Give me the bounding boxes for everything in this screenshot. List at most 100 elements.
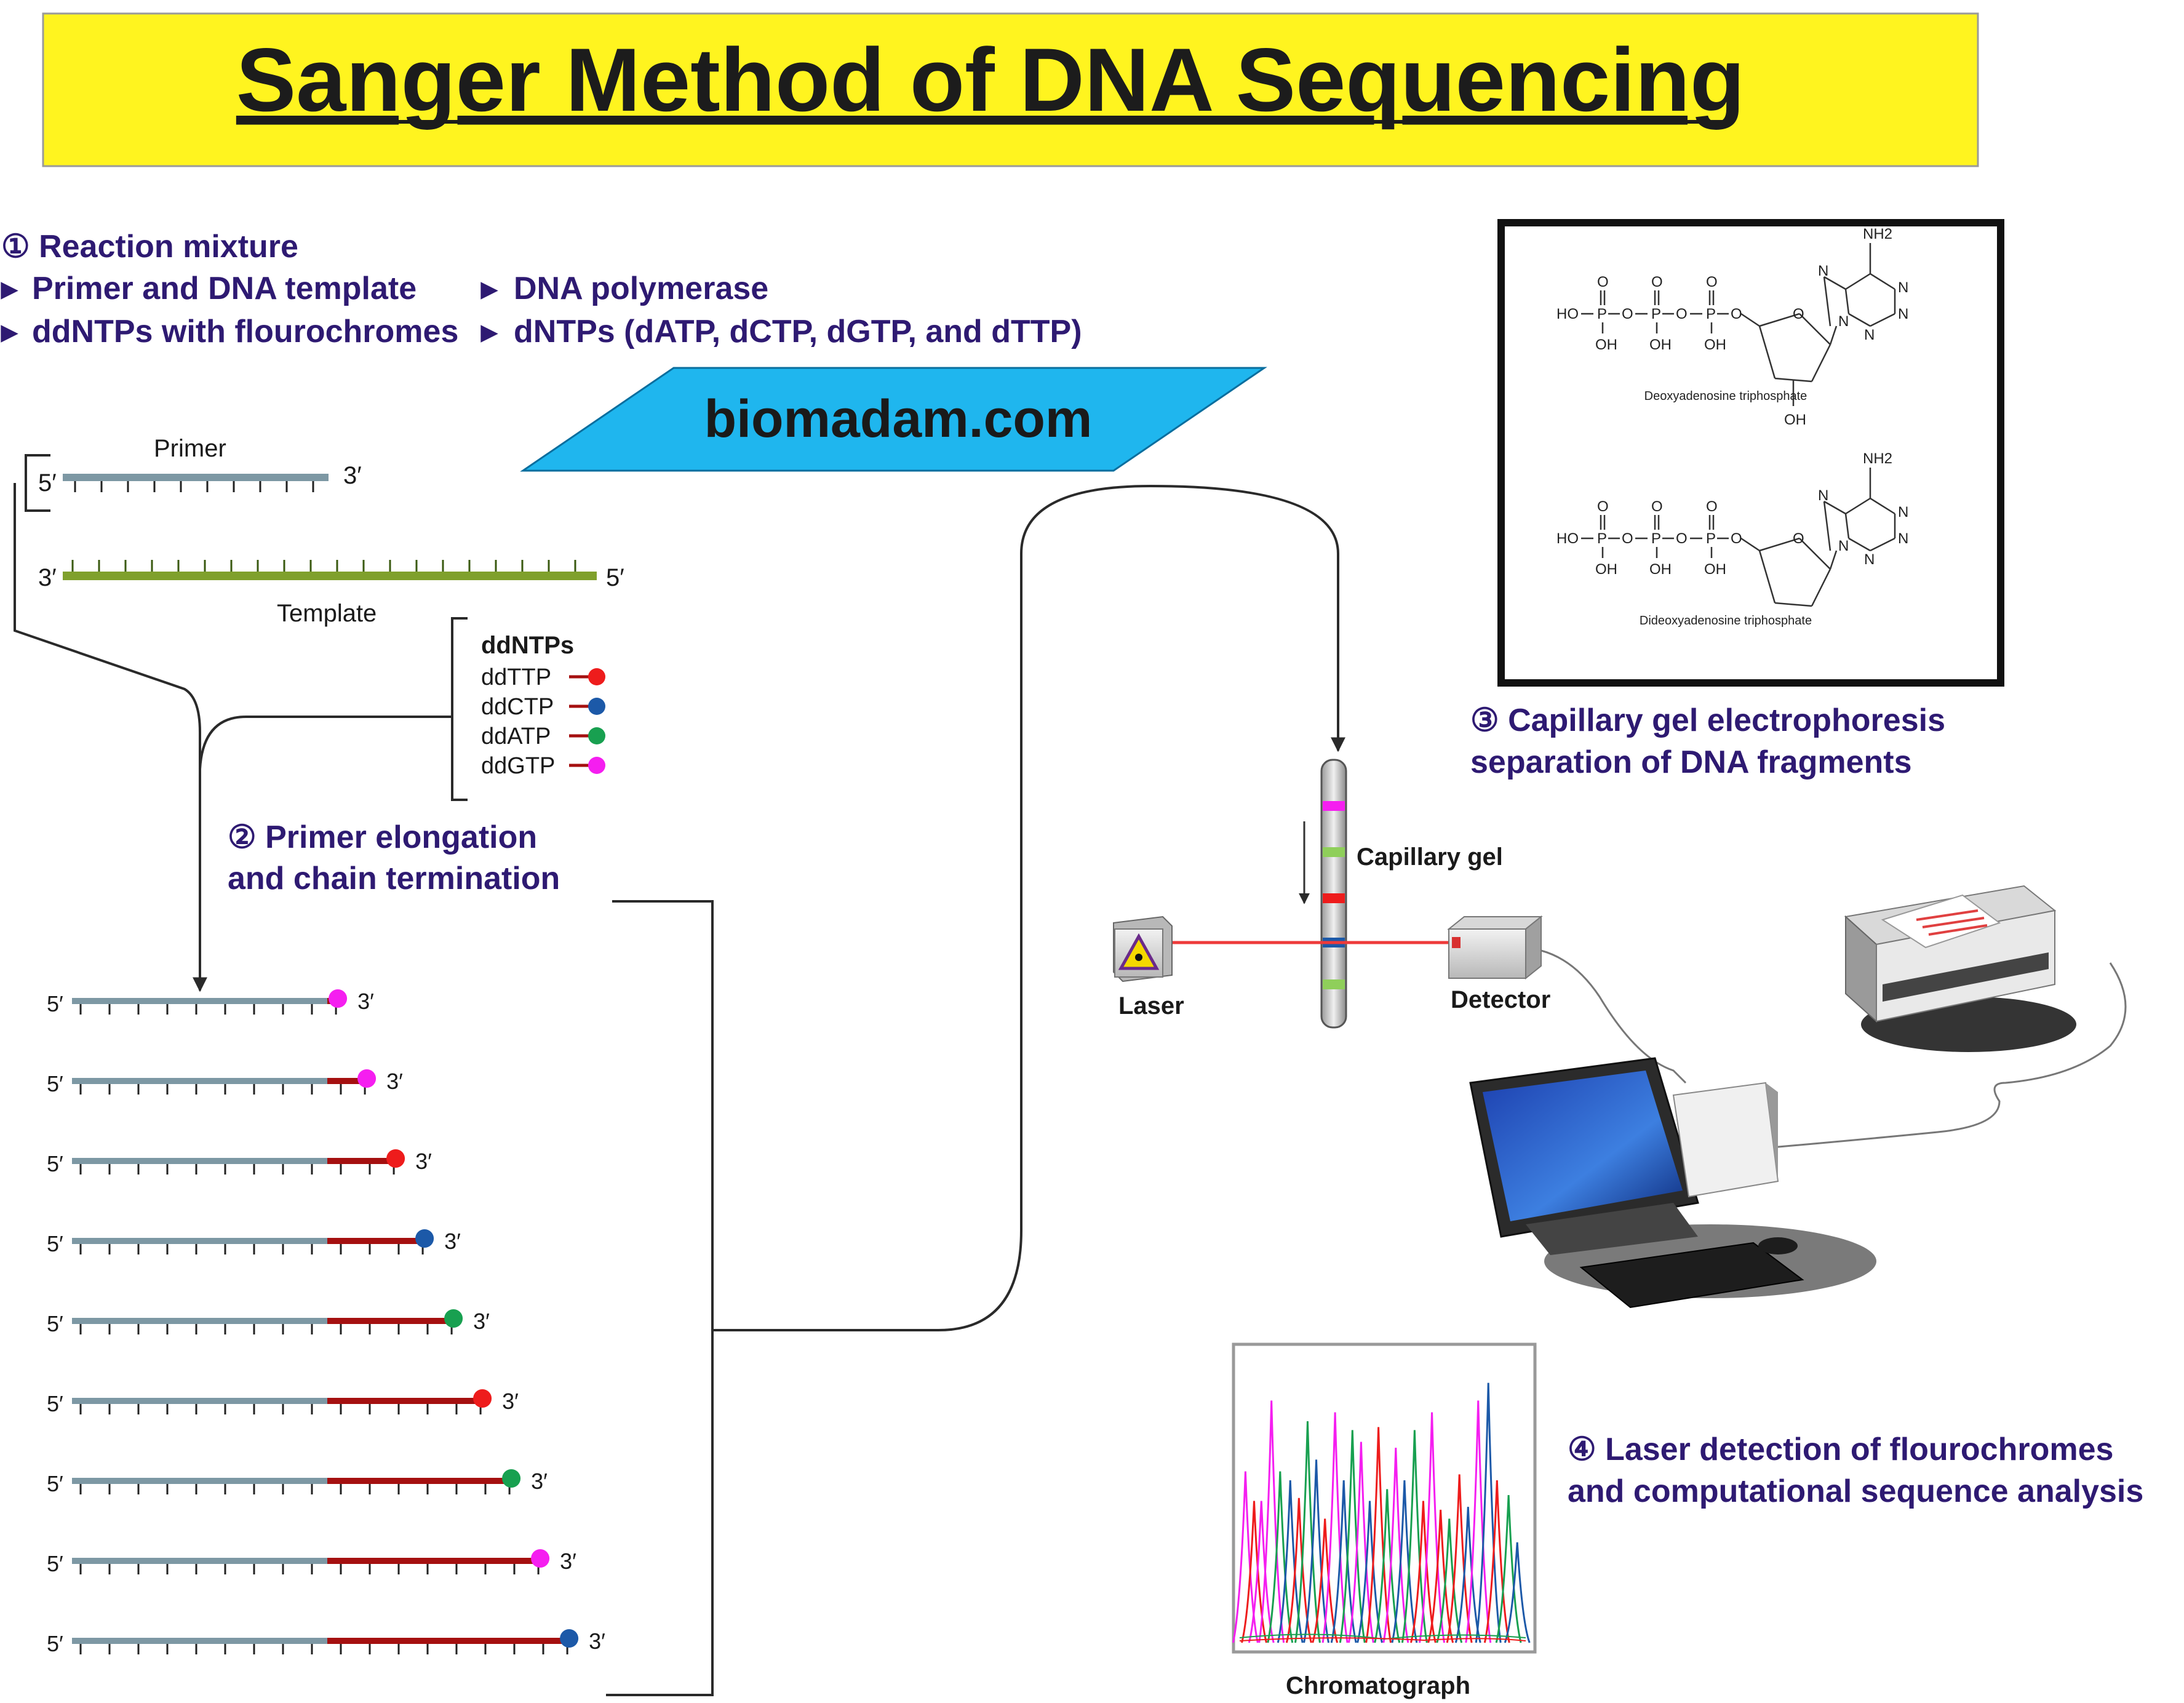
fragment-3-end: 3′	[473, 1309, 490, 1334]
chromatograph-baseline	[1239, 1637, 1526, 1641]
step1-item: dNTPs (dATP, dCTP, dGTP, and dTTP)	[514, 314, 1082, 349]
step1-heading: ① Reaction mixture	[1, 229, 298, 265]
structure-atom-label: NH2	[1863, 450, 1892, 467]
fragment-3-end: 3′	[560, 1549, 576, 1574]
structure-atom-label: O	[1793, 530, 1804, 547]
paper-line	[1922, 917, 1985, 928]
structure-atom-label: N	[1898, 504, 1908, 520]
bond-line	[1870, 497, 1895, 515]
bond-line	[1829, 325, 1838, 345]
fragment-5-end: 5′	[47, 1151, 63, 1176]
detector-side	[1525, 915, 1542, 980]
flow-arrow-to-fragments	[14, 483, 207, 992]
structure-atom-label: OH	[1649, 561, 1672, 578]
fragment-terminator-dot	[560, 1629, 579, 1648]
structure-atom-label: O	[1731, 306, 1742, 322]
laser-warning-dot	[1135, 954, 1142, 961]
capillary-band	[1323, 893, 1345, 903]
bond-line	[1774, 377, 1812, 383]
fragment-extension	[327, 1398, 481, 1404]
fragment-3-end: 3′	[386, 1069, 403, 1094]
fragment-primer	[72, 1078, 327, 1084]
primer-ticks	[74, 481, 314, 492]
fragment-3-end: 3′	[502, 1389, 519, 1414]
structure-atom-label: O	[1622, 306, 1633, 322]
laser-label: Laser	[1118, 992, 1184, 1019]
watermark: biomadam.com	[520, 367, 1267, 472]
structure-atom-label: N	[1838, 313, 1849, 330]
structure-atom-label: P	[1706, 530, 1716, 547]
fragment-extension	[327, 1158, 394, 1164]
chromatograph-peak	[1409, 1501, 1437, 1643]
primer-template-pair: Primer 5′ 3′ 3′ 5′ Template	[25, 435, 624, 627]
fragment-extension	[327, 1078, 365, 1084]
structure-atom-label: OH	[1704, 561, 1726, 578]
fragment-extension	[327, 1638, 568, 1644]
structure-atom-label: OH	[1595, 337, 1617, 353]
step3-line2: separation of DNA fragments	[1470, 744, 1912, 780]
bond-line	[1829, 550, 1838, 570]
fragment-3-end: 3′	[589, 1629, 605, 1654]
step1-item: DNA polymerase	[514, 271, 768, 306]
structure-atom-label: OH	[1595, 561, 1617, 578]
fragment-terminator-dot	[386, 1149, 405, 1168]
computer-icon	[1469, 1057, 1876, 1309]
chromatograph-peak	[1446, 1474, 1473, 1643]
pc-tower-side	[1766, 1083, 1778, 1184]
structure-atom-label: N	[1818, 263, 1828, 279]
chromatograph-peak	[1312, 1518, 1339, 1643]
chromatograph-peak	[1419, 1412, 1446, 1643]
structure-atom-label: P	[1597, 306, 1607, 322]
structure-atom-label: O	[1706, 498, 1718, 515]
chromatograph-peak	[1357, 1501, 1383, 1643]
chromatograph-peak	[1427, 1509, 1454, 1643]
structure-atom-label: N	[1898, 279, 1908, 296]
fragment-terminator-dot	[444, 1309, 463, 1328]
fragment-5-end: 5′	[47, 1631, 63, 1656]
bond-line	[1848, 537, 1871, 552]
bond-line	[1848, 313, 1871, 327]
bond-line	[1774, 602, 1812, 607]
bullet-icon: ▸	[480, 271, 498, 306]
chromatograph-peak	[1248, 1501, 1275, 1643]
bond-line	[1870, 273, 1895, 290]
chromatograph-panel: Chromatograph	[1232, 1342, 1537, 1699]
chromatograph-peak	[1401, 1430, 1428, 1643]
fragment-terminator-dot	[357, 1069, 377, 1088]
bullet-icon: ▸	[480, 314, 498, 349]
step1-item: Primer and DNA template	[32, 271, 416, 306]
bullet-icon: ▸	[1, 314, 18, 349]
bond-line	[1740, 537, 1760, 552]
template-label: Template	[277, 600, 377, 627]
detector-device: Detector	[1447, 915, 1550, 1013]
fragment-5-end: 5′	[47, 1391, 63, 1416]
primer-5-end: 5′	[38, 469, 57, 497]
structure-atom-label: N	[1898, 530, 1908, 547]
structure-atom-label: O	[1706, 274, 1718, 290]
fragment-extension	[327, 1238, 423, 1244]
chromatograph-peak	[1382, 1448, 1409, 1643]
fragment-5-end: 5′	[47, 1231, 63, 1256]
structure-atom-label: P	[1597, 530, 1607, 547]
chromatograph-peak	[1347, 1442, 1374, 1643]
primer-label: Primer	[154, 435, 226, 462]
step4-detection: ④ Laser detection of flourochromes and c…	[1568, 1432, 2143, 1509]
chromatograph-peak	[1321, 1412, 1349, 1643]
structure-caption: Deoxyadenosine triphosphate	[1644, 389, 1807, 403]
laser-warning-icon	[1118, 933, 1160, 970]
structure-atom-label: N	[1898, 306, 1908, 322]
template-ticks	[71, 560, 576, 572]
bullet-icon: ▸	[1, 271, 18, 306]
fragment-primer	[72, 1558, 327, 1564]
bond-line	[1823, 501, 1831, 551]
fragment-extension	[327, 1558, 539, 1564]
ddntp-dot	[588, 698, 605, 715]
chromatograph-peak	[1475, 1382, 1502, 1643]
fragment-5-end: 5′	[47, 1311, 63, 1336]
structure-atom-label: N	[1864, 327, 1875, 343]
structure-atom-label: N	[1838, 538, 1849, 554]
structure-atom-label: HO	[1556, 306, 1579, 322]
